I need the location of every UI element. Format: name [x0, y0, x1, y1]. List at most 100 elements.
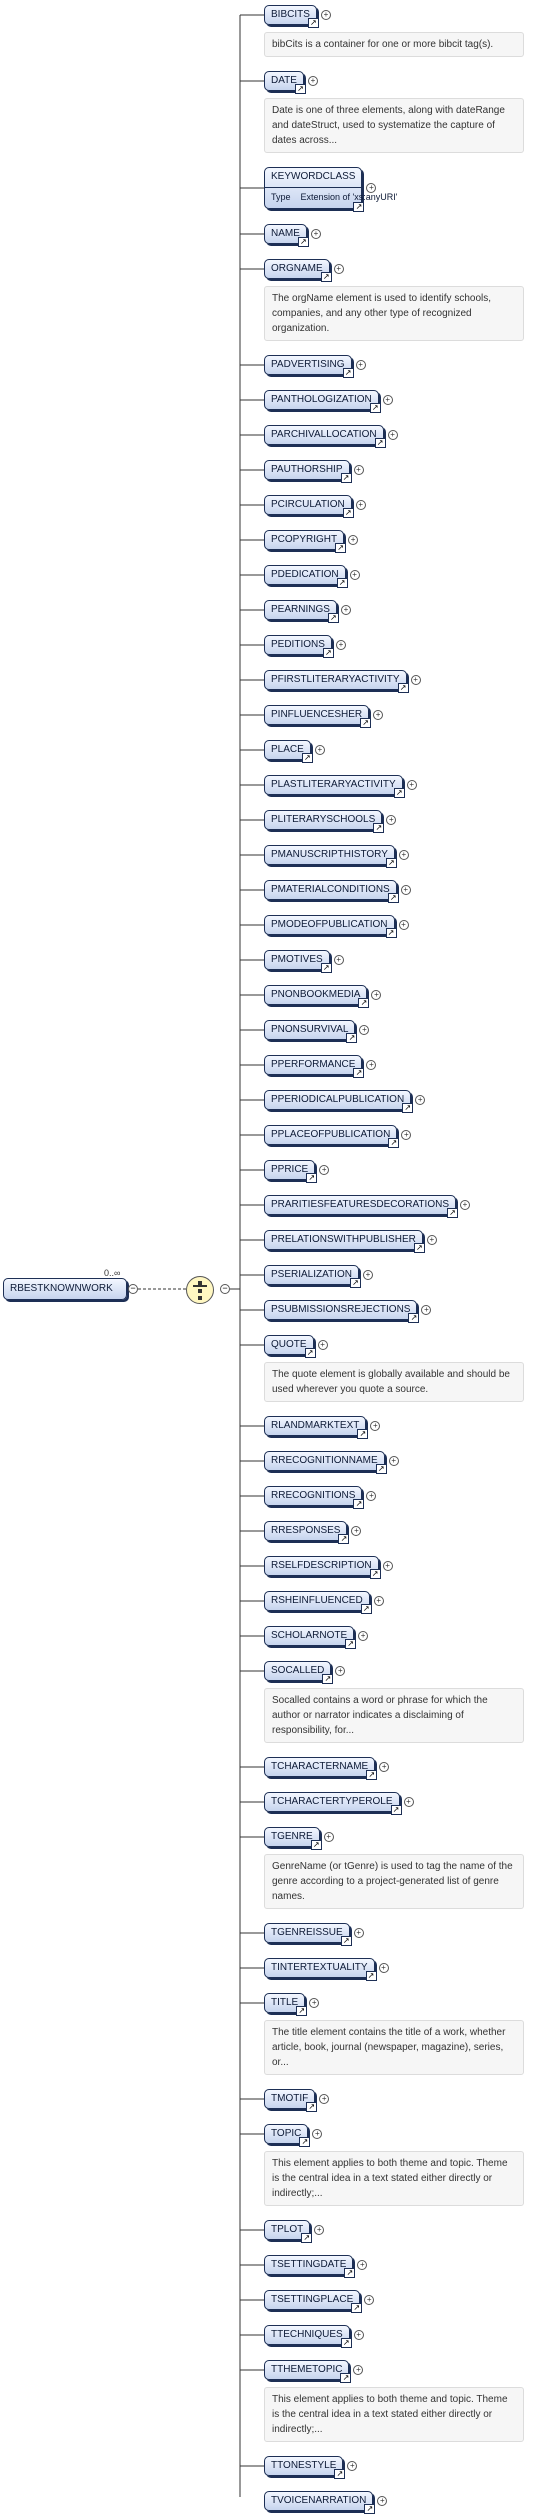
- element-tvoicenarration[interactable]: TVOICENARRATION↗: [264, 2491, 376, 2514]
- expand-plastliteraryactivity-icon[interactable]: +: [406, 780, 417, 790]
- element-praritiesfeaturesdecorations[interactable]: PRARITIESFEATURESDECORATIONS↗: [264, 1195, 458, 1218]
- expand-pmodeofpublication-icon[interactable]: +: [398, 920, 409, 930]
- element-pmanuscripthistory[interactable]: PMANUSCRIPTHISTORY↗: [264, 845, 397, 868]
- expand-pcirculation-icon[interactable]: +: [355, 500, 366, 510]
- expand-padvertising-icon[interactable]: +: [355, 360, 366, 370]
- expand-pearnings-icon[interactable]: +: [340, 605, 351, 615]
- expand-ttechniques-icon[interactable]: +: [353, 2330, 364, 2340]
- expand-rsheinfluenced-icon[interactable]: +: [373, 1596, 384, 1606]
- expand-pauthorship-icon[interactable]: +: [353, 465, 364, 475]
- element-tcharactername[interactable]: TCHARACTERNAME↗: [264, 1757, 378, 1780]
- element-pperformance[interactable]: PPERFORMANCE↗: [264, 1055, 365, 1078]
- expand-prelationswithpublisher-icon[interactable]: +: [426, 1235, 437, 1245]
- expand-ttonestyle-icon[interactable]: +: [347, 2461, 358, 2471]
- expand-tsettingdate-icon[interactable]: +: [357, 2260, 368, 2270]
- element-parchivallocation[interactable]: PARCHIVALLOCATION↗: [264, 425, 386, 448]
- element-socalled[interactable]: SOCALLED↗: [264, 1661, 334, 1684]
- element-tmotif[interactable]: TMOTIF↗: [264, 2089, 318, 2112]
- expand-tthemetopic-icon[interactable]: +: [353, 2365, 364, 2375]
- element-scholarnote[interactable]: SCHOLARNOTE↗: [264, 1626, 357, 1649]
- expand-pserialization-icon[interactable]: +: [362, 1270, 373, 1280]
- element-quote[interactable]: QUOTE↗: [264, 1335, 316, 1358]
- element-pmotives[interactable]: PMOTIVES↗: [264, 950, 332, 973]
- expand-rrecognitionname-icon[interactable]: +: [388, 1456, 399, 1466]
- expand-pnonbookmedia-icon[interactable]: +: [371, 990, 382, 1000]
- expand-tgenre-icon[interactable]: +: [323, 1832, 334, 1842]
- expand-parchivallocation-icon[interactable]: +: [387, 430, 398, 440]
- element-pmodeofpublication[interactable]: PMODEOFPUBLICATION↗: [264, 915, 397, 938]
- expand-psubmissionsrejections-icon[interactable]: +: [421, 1305, 432, 1315]
- element-pfirstliteraryactivity[interactable]: PFIRSTLITERARYACTIVITY↗: [264, 670, 409, 693]
- expand-pprice-icon[interactable]: +: [319, 1165, 330, 1175]
- expand-tsettingplace-icon[interactable]: +: [364, 2295, 375, 2305]
- element-psubmissionsrejections[interactable]: PSUBMISSIONSREJECTIONS↗: [264, 1300, 420, 1323]
- expand-tintertextuality-icon[interactable]: +: [378, 1963, 389, 1973]
- element-padvertising[interactable]: PADVERTISING↗: [264, 355, 354, 378]
- expand-quote-icon[interactable]: +: [317, 1340, 328, 1350]
- expand-pmanuscripthistory-icon[interactable]: +: [398, 850, 409, 860]
- expand-pdedication-icon[interactable]: +: [349, 570, 360, 580]
- element-rlandmarktext[interactable]: RLANDMARKTEXT↗: [264, 1416, 369, 1439]
- element-bibcits[interactable]: BIBCITS↗: [264, 5, 319, 28]
- expand-pmaterialconditions-icon[interactable]: +: [400, 885, 411, 895]
- element-pserialization[interactable]: PSERIALIZATION↗: [264, 1265, 361, 1288]
- element-ttonestyle[interactable]: TTONESTYLE↗: [264, 2456, 346, 2479]
- expand-peditions-icon[interactable]: +: [335, 640, 346, 650]
- expand-keywordclass-icon[interactable]: +: [366, 183, 377, 193]
- element-name[interactable]: NAME↗: [264, 224, 309, 247]
- expand-pnonsurvival-icon[interactable]: +: [359, 1025, 370, 1035]
- element-place[interactable]: PLACE↗: [264, 740, 313, 763]
- expand-orgname-icon[interactable]: +: [333, 264, 344, 274]
- element-rresponses[interactable]: RRESPONSES↗: [264, 1521, 350, 1544]
- expand-topic-icon[interactable]: +: [312, 2129, 323, 2139]
- element-rselfdescription[interactable]: RSELFDESCRIPTION↗: [264, 1556, 381, 1579]
- element-rrecognitions[interactable]: RRECOGNITIONS↗: [264, 1486, 365, 1509]
- expand-rresponses-icon[interactable]: +: [351, 1526, 362, 1536]
- expand-pmotives-icon[interactable]: +: [333, 955, 344, 965]
- element-title[interactable]: TITLE↗: [264, 1993, 308, 2016]
- element-pprice[interactable]: PPRICE↗: [264, 1160, 318, 1183]
- element-pdedication[interactable]: PDEDICATION↗: [264, 565, 348, 588]
- expand-tcharactertyperole-icon[interactable]: +: [403, 1797, 414, 1807]
- expand-pliteraryschools-icon[interactable]: +: [386, 815, 397, 825]
- element-tgenre[interactable]: TGENRE↗: [264, 1827, 322, 1850]
- expand-pperiodicalpublication-icon[interactable]: +: [415, 1095, 426, 1105]
- element-tgenreissue[interactable]: TGENREISSUE↗: [264, 1923, 352, 1946]
- expand-panthologization-icon[interactable]: +: [382, 395, 393, 405]
- element-date[interactable]: DATE↗: [264, 71, 306, 94]
- element-tintertextuality[interactable]: TINTERTEXTUALITY↗: [264, 1958, 377, 1981]
- element-tcharactertyperole[interactable]: TCHARACTERTYPEROLE↗: [264, 1792, 402, 1815]
- collapse-root-icon[interactable]: −: [128, 1284, 138, 1294]
- expand-scholarnote-icon[interactable]: +: [358, 1631, 369, 1641]
- element-orgname[interactable]: ORGNAME↗: [264, 259, 332, 282]
- element-topic[interactable]: TOPIC↗: [264, 2124, 311, 2147]
- expand-bibcits-icon[interactable]: +: [320, 10, 331, 20]
- element-pplaceofpublication[interactable]: PPLACEOFPUBLICATION↗: [264, 1125, 400, 1148]
- expand-date-icon[interactable]: +: [307, 76, 318, 86]
- element-pliteraryschools[interactable]: PLITERARYSCHOOLS↗: [264, 810, 385, 833]
- element-tsettingdate[interactable]: TSETTINGDATE↗: [264, 2255, 356, 2278]
- expand-pfirstliteraryactivity-icon[interactable]: +: [410, 675, 421, 685]
- element-plastliteraryactivity[interactable]: PLASTLITERARYACTIVITY↗: [264, 775, 405, 798]
- expand-pinfluencesher-icon[interactable]: +: [373, 710, 384, 720]
- expand-rselfdescription-icon[interactable]: +: [382, 1561, 393, 1571]
- expand-pcopyright-icon[interactable]: +: [348, 535, 359, 545]
- collapse-sequence-icon[interactable]: −: [220, 1284, 230, 1294]
- element-prelationswithpublisher[interactable]: PRELATIONSWITHPUBLISHER↗: [264, 1230, 425, 1253]
- expand-praritiesfeaturesdecorations-icon[interactable]: +: [459, 1200, 470, 1210]
- expand-tgenreissue-icon[interactable]: +: [353, 1928, 364, 1938]
- root-element[interactable]: RBESTKNOWNWORK: [3, 1278, 127, 1300]
- element-pearnings[interactable]: PEARNINGS↗: [264, 600, 339, 623]
- expand-name-icon[interactable]: +: [310, 229, 321, 239]
- element-panthologization[interactable]: PANTHOLOGIZATION↗: [264, 390, 381, 413]
- element-rrecognitionname[interactable]: RRECOGNITIONNAME↗: [264, 1451, 387, 1474]
- expand-pplaceofpublication-icon[interactable]: +: [401, 1130, 412, 1140]
- expand-pperformance-icon[interactable]: +: [366, 1060, 377, 1070]
- expand-tmotif-icon[interactable]: +: [319, 2094, 330, 2104]
- expand-tcharactername-icon[interactable]: +: [379, 1762, 390, 1772]
- element-pnonsurvival[interactable]: PNONSURVIVAL↗: [264, 1020, 358, 1043]
- element-pauthorship[interactable]: PAUTHORSHIP↗: [264, 460, 352, 483]
- element-rsheinfluenced[interactable]: RSHEINFLUENCED↗: [264, 1591, 372, 1614]
- expand-socalled-icon[interactable]: +: [335, 1666, 346, 1676]
